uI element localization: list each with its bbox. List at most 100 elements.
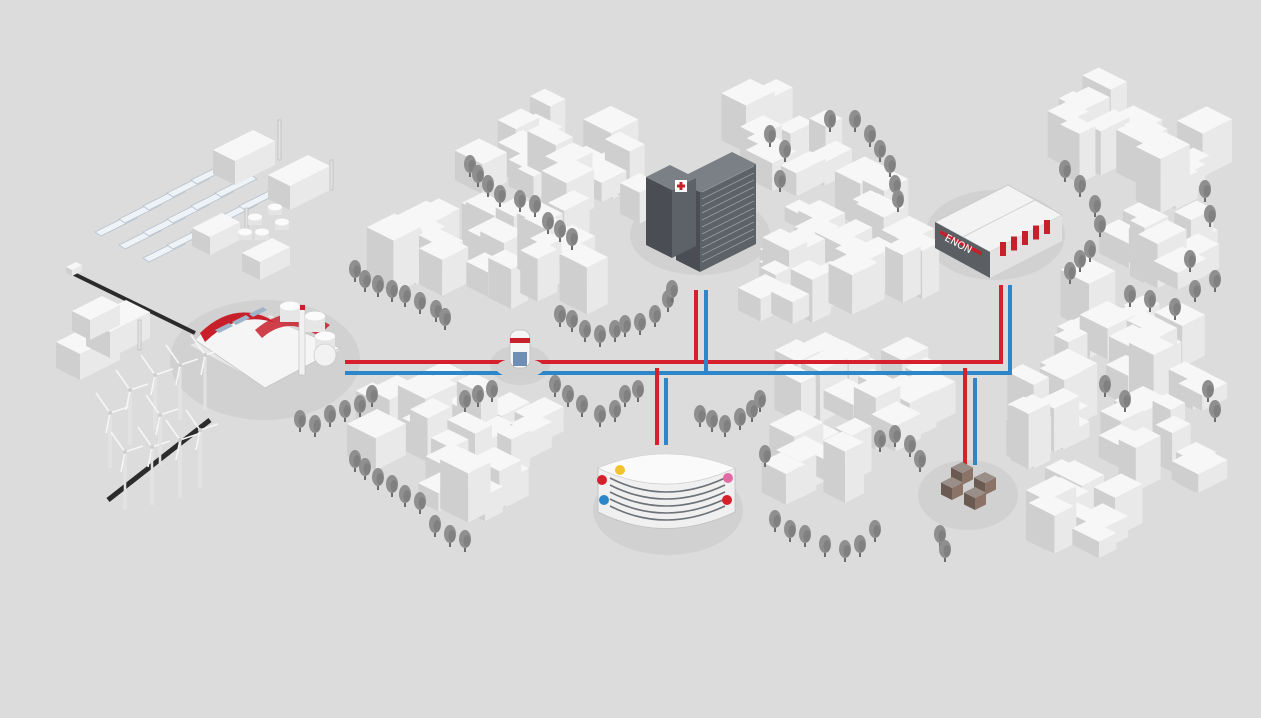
tree-trunk (874, 536, 876, 542)
tree-trunk (859, 551, 861, 557)
hospital (646, 152, 756, 272)
apartment-building (440, 448, 491, 523)
tree-trunk (354, 276, 356, 282)
tree (529, 195, 541, 217)
tree-trunk (624, 331, 626, 337)
building-top-face (1129, 208, 1169, 228)
building-left-face (72, 311, 90, 340)
tree (1144, 290, 1156, 312)
server-cube (941, 477, 963, 500)
building-top-face (853, 374, 901, 398)
building-right-face (812, 270, 831, 323)
tree-shade (1088, 245, 1096, 257)
tree-trunk (637, 396, 639, 402)
building-right-face (1135, 435, 1161, 492)
return-pipe-main (345, 285, 1012, 375)
building-top-face (480, 223, 521, 244)
turbine-blade (145, 394, 161, 416)
turbine-hub (128, 388, 132, 392)
tree-trunk (1094, 211, 1096, 217)
building-left-face (941, 482, 952, 500)
building-top-face (1060, 256, 1116, 284)
tree (666, 280, 678, 302)
tree-shade (376, 473, 384, 485)
tree-trunk (377, 291, 379, 297)
apartment-building (419, 235, 469, 296)
tree-trunk (344, 416, 346, 422)
tree-shade (403, 490, 411, 502)
tree-shade (1063, 165, 1071, 177)
building-top-face (1152, 393, 1186, 410)
building-right-face (375, 423, 406, 471)
tree-trunk (944, 556, 946, 562)
building-right-face (796, 158, 826, 197)
tree-shade (878, 435, 886, 447)
building-left-face (721, 93, 746, 153)
plant-skylight (232, 315, 250, 325)
building-left-face (828, 263, 853, 315)
tree-trunk (764, 461, 766, 467)
turbine-blade (95, 392, 111, 414)
tree-shade (443, 313, 451, 325)
hall-roof-seam (962, 199, 1036, 238)
tree-trunk (789, 536, 791, 542)
turbine-blade (165, 419, 181, 441)
tree-shade (878, 145, 886, 157)
tree-shade (570, 233, 578, 245)
tree-shade (390, 285, 398, 297)
turbine-hub (178, 438, 182, 442)
building-top-face (1128, 332, 1175, 356)
building-top-face (881, 336, 929, 361)
turbine-blade (199, 423, 219, 431)
tree-shade (1148, 295, 1156, 307)
building-right-face (852, 262, 878, 315)
tree (632, 380, 644, 402)
building-top-face (1118, 427, 1161, 449)
tree-trunk (1194, 296, 1196, 302)
tree (472, 385, 484, 407)
apartment-building (1010, 394, 1051, 470)
tree-trunk (419, 308, 421, 314)
tree-shade (1173, 303, 1181, 315)
tree-shade (533, 200, 541, 212)
building-top-face (545, 142, 593, 167)
tree-shade (566, 390, 574, 402)
tree-shade (418, 297, 426, 309)
tree-trunk (784, 156, 786, 162)
building-left-face (646, 177, 672, 258)
tree-trunk (391, 296, 393, 302)
school-window-row (609, 505, 726, 521)
tree (819, 535, 831, 557)
building-left-face (1072, 528, 1099, 559)
storage-tank (255, 228, 269, 240)
tree-trunk (739, 424, 741, 430)
building-top-face (835, 417, 872, 436)
tree-trunk (1209, 221, 1211, 227)
building-right-face (393, 226, 422, 294)
apartment-building (780, 151, 826, 197)
turbine-blade (137, 426, 153, 448)
apartment-building (1028, 493, 1074, 554)
tree-shade (773, 515, 781, 527)
tree (562, 385, 574, 407)
building-left-face (856, 203, 884, 244)
apartment-building (828, 250, 878, 315)
building-right-face (1202, 382, 1228, 411)
tree (554, 220, 566, 242)
tree-trunk (359, 411, 361, 417)
school-window-row (609, 491, 726, 507)
tree-trunk (584, 336, 586, 342)
tree (759, 445, 771, 467)
tree-shade (376, 280, 384, 292)
building-top-face (548, 190, 590, 211)
tree (764, 125, 776, 147)
tree (746, 400, 758, 422)
tree-trunk (829, 126, 831, 132)
tree-trunk (1079, 266, 1081, 272)
tree-trunk (571, 326, 573, 332)
tree-trunk (464, 406, 466, 412)
residential-block (1105, 300, 1228, 411)
building-top-face (1072, 519, 1117, 542)
building-left-face (559, 253, 587, 315)
tree-trunk (751, 416, 753, 422)
